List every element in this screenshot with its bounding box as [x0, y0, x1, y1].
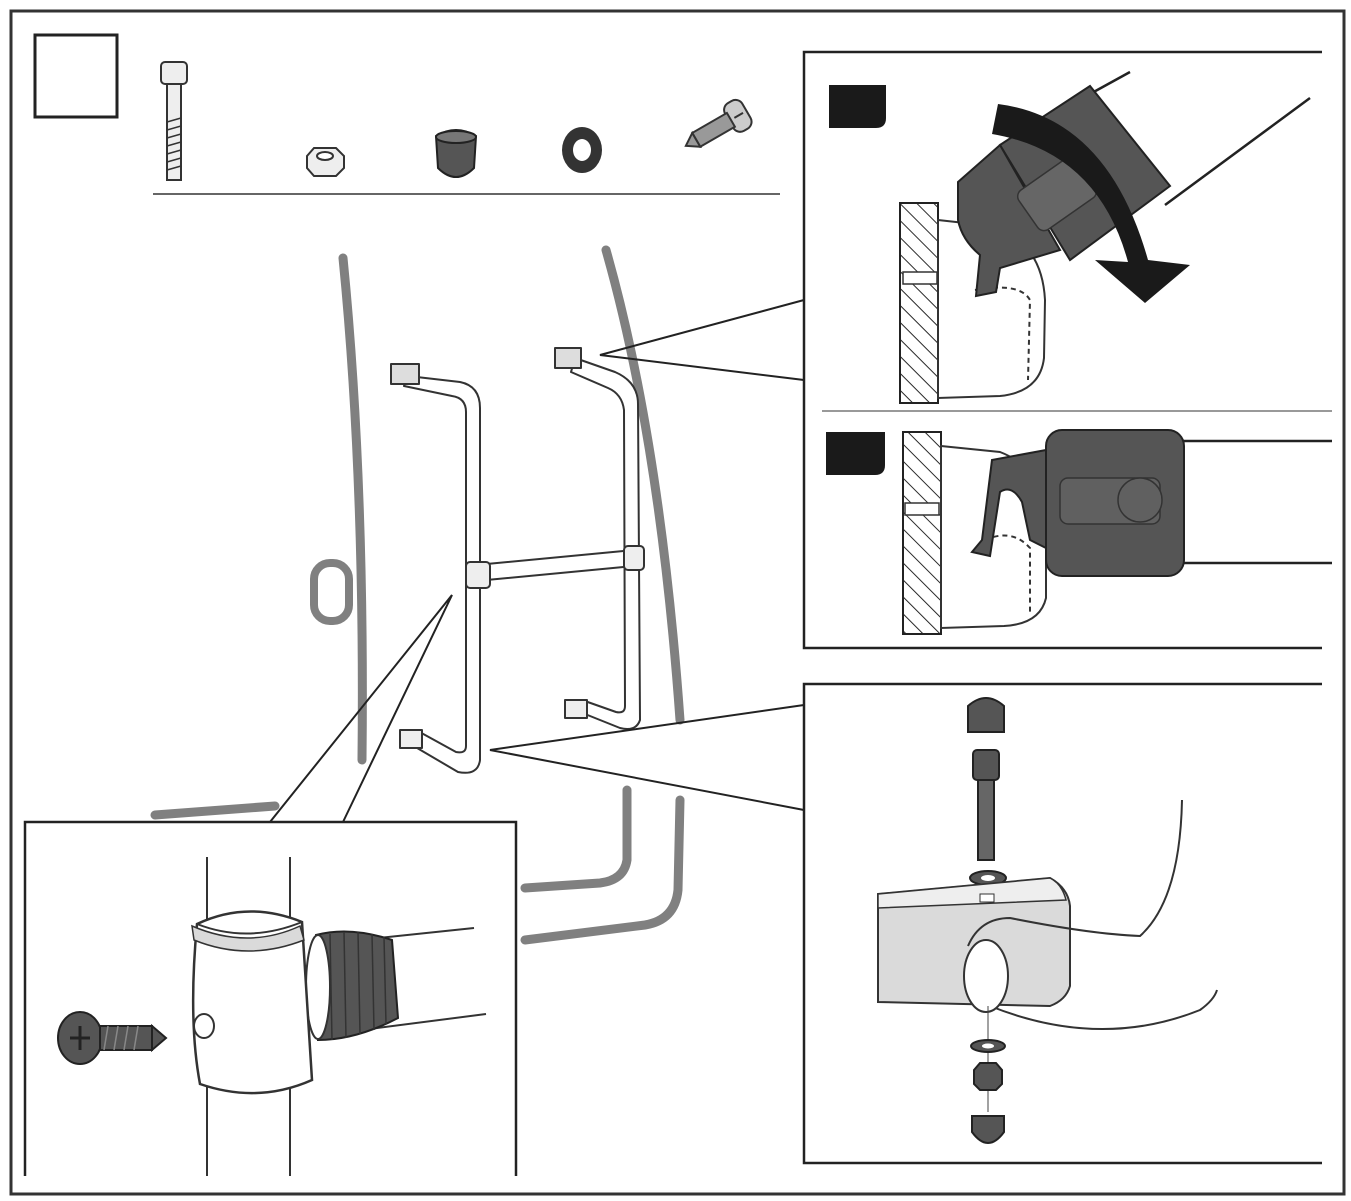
t-joint-callout [23, 820, 518, 1176]
parts-list [153, 61, 780, 195]
cap-nut-icon [434, 129, 478, 178]
van-outline [150, 245, 685, 945]
ladder [390, 347, 645, 774]
washer-icon [562, 127, 602, 173]
t-joint-screw-icon [57, 1011, 168, 1065]
bottom-mount-callout [802, 682, 1322, 1165]
callout-a-panel [802, 50, 1332, 650]
step-number-box [33, 33, 119, 119]
hex-nut-icon [306, 147, 345, 177]
bolt-icon [160, 61, 188, 181]
callout-leaders [269, 299, 805, 823]
rotation-arrow [992, 104, 1190, 303]
outer-frame [9, 9, 1346, 1196]
clamp-closed [970, 429, 1332, 577]
self-tapping-screw-icon [684, 98, 753, 149]
